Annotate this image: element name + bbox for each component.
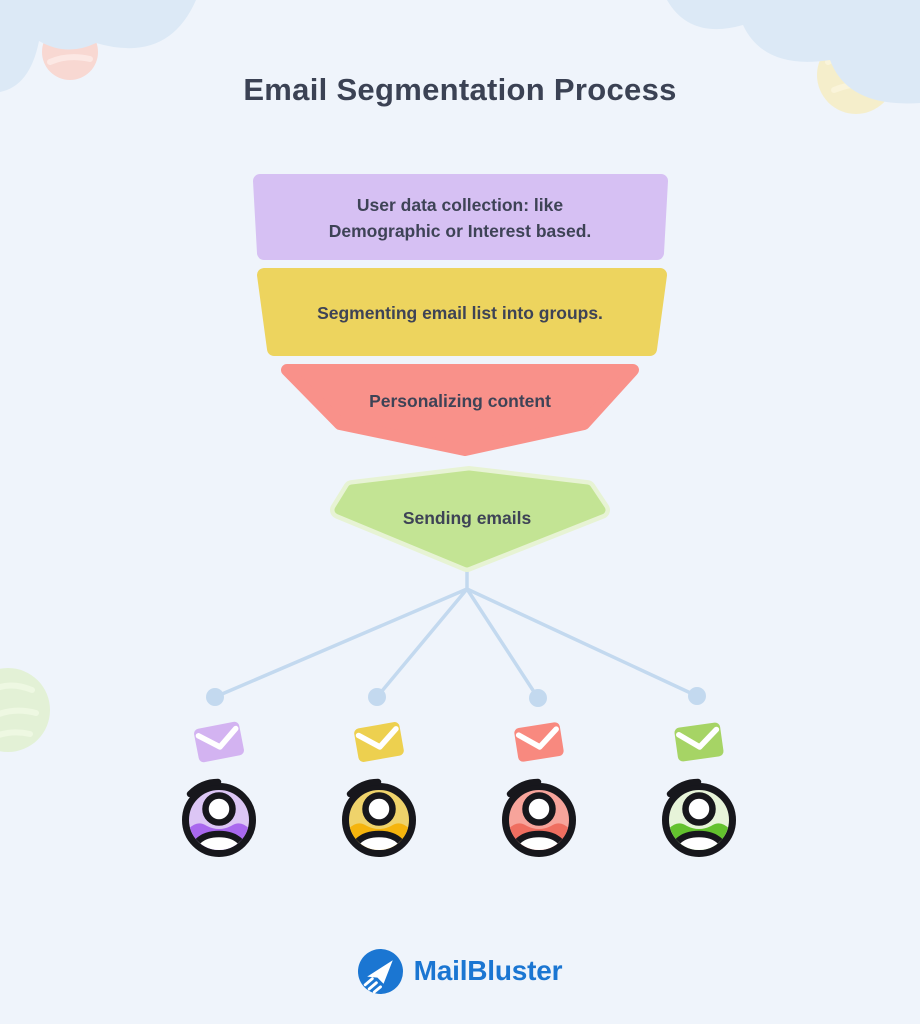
step-shape-segmenting <box>257 268 667 356</box>
step-label-user-data: User data collection: like Demographic o… <box>240 192 680 244</box>
brand-name: MailBluster <box>413 955 563 986</box>
user-avatar-icon-red <box>502 778 576 857</box>
step-shape-sending <box>334 470 606 568</box>
step-label-line: Segmenting email list into groups. <box>317 303 603 323</box>
step-label-line: User data collection: like <box>356 195 564 215</box>
page-title: Email Segmentation Process <box>243 72 677 107</box>
envelope-icon-purple <box>194 721 244 763</box>
user-avatar-icon-green <box>662 778 736 857</box>
envelope-icon-red <box>514 722 564 762</box>
step-label-personalizing: Personalizing content <box>240 388 680 414</box>
cloud-right <box>667 0 920 104</box>
step-label-line: Personalizing content <box>369 391 551 411</box>
step-label-segmenting: Segmenting email list into groups. <box>240 300 680 326</box>
envelope-icon-green <box>674 722 724 762</box>
step-label-sending: Sending emails <box>247 505 687 531</box>
step-label-line: Demographic or Interest based. <box>328 221 592 241</box>
step-shape-personalizing <box>281 364 639 456</box>
cloud-left <box>0 0 196 92</box>
green-circle-decoration <box>0 668 50 752</box>
user-avatar-icon-yellow <box>342 778 416 857</box>
brand-footer: MailBluster <box>0 947 920 995</box>
user-avatar-icon-purple <box>182 778 256 857</box>
step-label-line: Sending emails <box>402 508 532 528</box>
connector-lines <box>213 565 699 700</box>
mailbluster-logo-icon <box>357 948 403 994</box>
step-shape-user-data <box>253 174 668 260</box>
envelope-icon-yellow <box>354 722 404 762</box>
connector-dots <box>206 687 706 707</box>
